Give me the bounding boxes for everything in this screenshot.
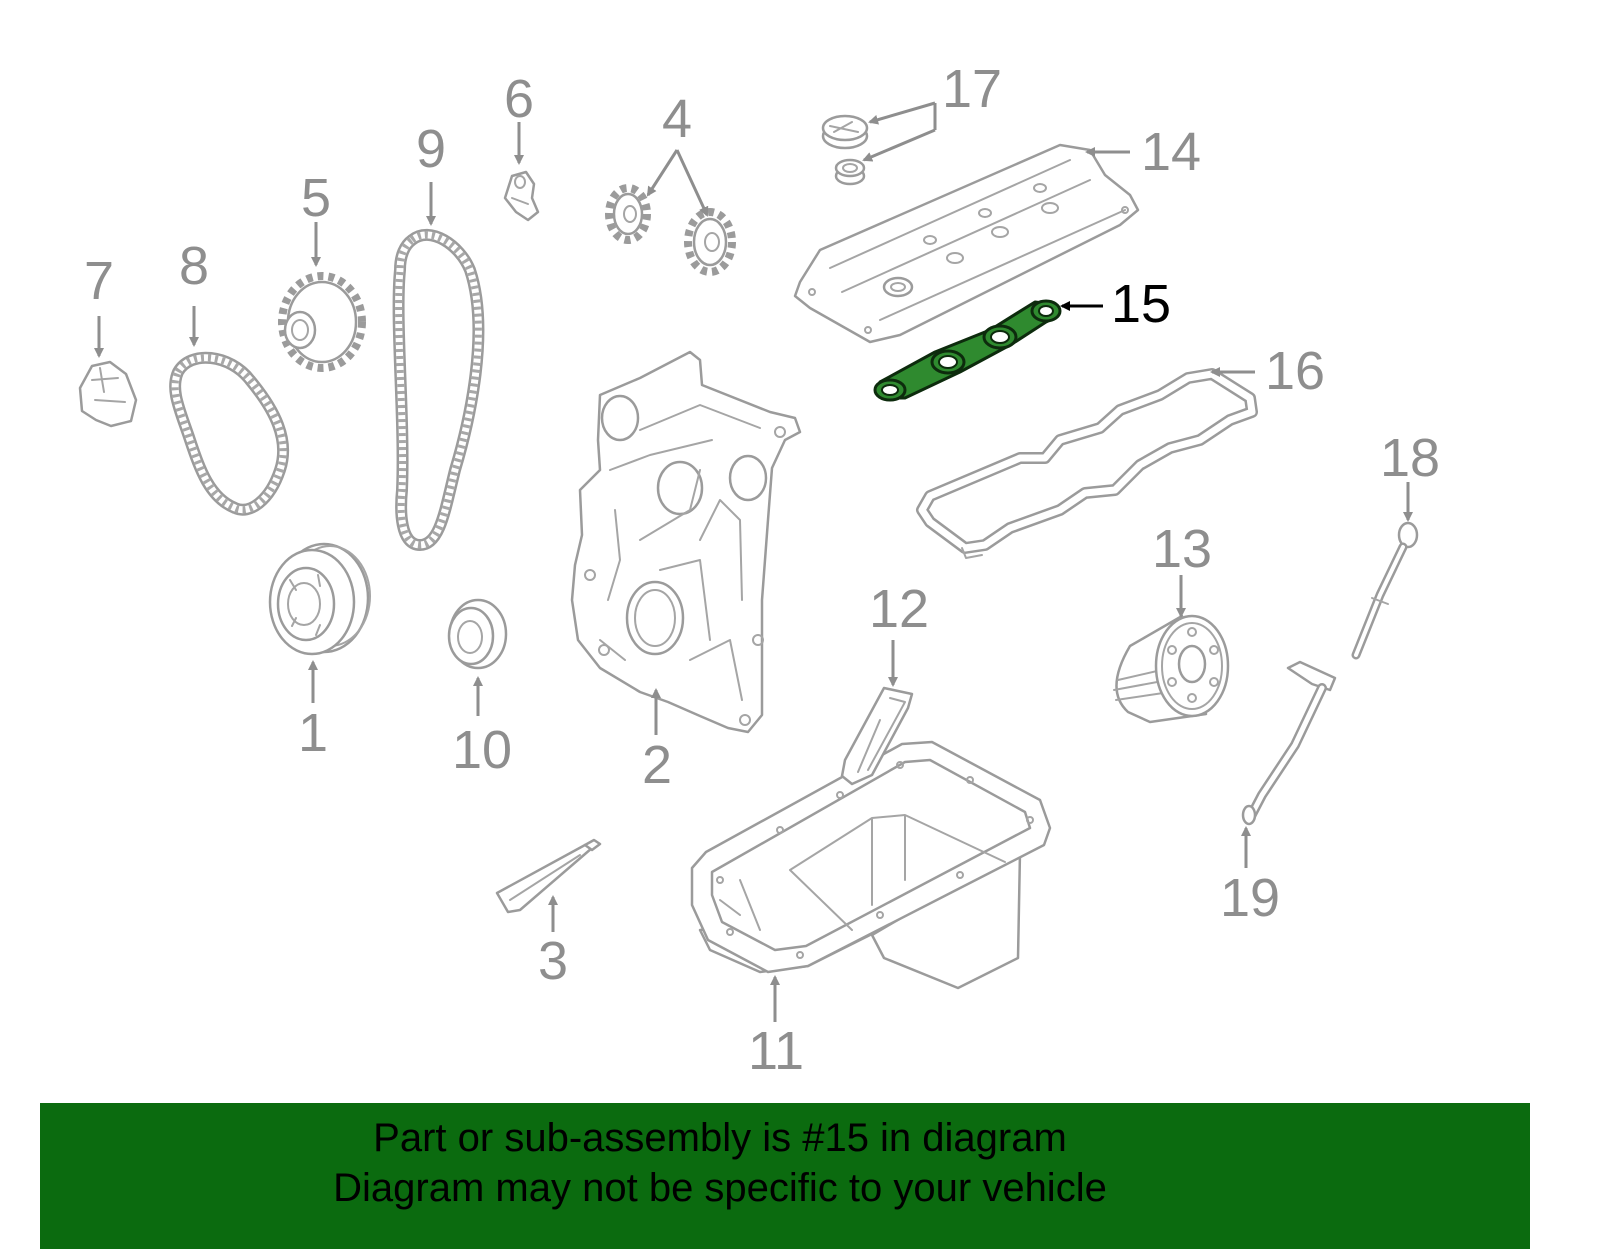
banner-line-2: Diagram may not be specific to your vehi…: [333, 1166, 1107, 1210]
callout-label-6: 6: [504, 69, 534, 129]
part-7-chain-guide[interactable]: [78, 360, 138, 428]
callout-arrow-17a: [868, 101, 936, 125]
callout-label-5: 5: [301, 168, 331, 228]
part-8-timing-chain[interactable]: [169, 351, 290, 516]
callout-label-1: 1: [298, 703, 328, 763]
callout-label-10: 10: [452, 720, 512, 780]
part-12-oil-pickup[interactable]: [840, 686, 914, 786]
callout-arrows: [94, 101, 1413, 1022]
part-14-valve-cover[interactable]: [793, 143, 1140, 344]
callout-label-15: 15: [1111, 274, 1171, 334]
callout-label-12: 12: [869, 579, 929, 639]
callout-label-11: 11: [748, 1021, 804, 1081]
banner-line-1: Part or sub-assembly is #15 in diagram: [373, 1116, 1067, 1160]
callout-labels: 1 2 3 4 5 6 7 8 9 10 11 12 13 14 15 16 1…: [84, 59, 1440, 1081]
callout-label-3: 3: [538, 931, 568, 991]
info-banner: [40, 1103, 1530, 1249]
callout-label-14: 14: [1141, 122, 1201, 182]
part-1-pulley[interactable]: [268, 542, 371, 656]
part-9-timing-chain[interactable]: [392, 228, 485, 551]
callout-label-13: 13: [1152, 519, 1212, 579]
part-6-tensioner[interactable]: [503, 170, 540, 222]
callout-label-2: 2: [642, 735, 672, 795]
part-19-dipstick-tube[interactable]: [1241, 660, 1337, 826]
part-18-dipstick[interactable]: [1351, 521, 1419, 660]
part-17-cap-and-seal[interactable]: [821, 114, 869, 186]
part-13-oil-filter[interactable]: [1113, 614, 1230, 724]
callout-arrow-17b: [862, 128, 936, 162]
callout-label-19: 19: [1220, 868, 1280, 928]
info-banner-text: Part or sub-assembly is #15 in diagram D…: [40, 1113, 1400, 1213]
part-15-gasket-highlighted[interactable]: [873, 299, 1062, 402]
part-5-sprocket[interactable]: [278, 272, 366, 372]
callout-label-4: 4: [662, 89, 692, 149]
callout-label-16: 16: [1265, 341, 1325, 401]
part-3-sealant-tube[interactable]: [495, 838, 602, 914]
callout-label-18: 18: [1380, 428, 1440, 488]
callout-label-17: 17: [942, 59, 1002, 119]
callout-label-8: 8: [179, 236, 209, 296]
part-11-oil-pan[interactable]: [690, 740, 1052, 990]
callout-label-7: 7: [84, 251, 114, 311]
part-10-seal[interactable]: [447, 598, 508, 670]
part-2-timing-cover[interactable]: [570, 350, 802, 734]
part-16-gasket[interactable]: [916, 368, 1258, 559]
part-4-sprockets[interactable]: [605, 184, 736, 276]
callout-arrow-4b: [675, 149, 709, 217]
callout-label-9: 9: [416, 119, 446, 179]
callout-arrow-4a: [646, 149, 679, 197]
